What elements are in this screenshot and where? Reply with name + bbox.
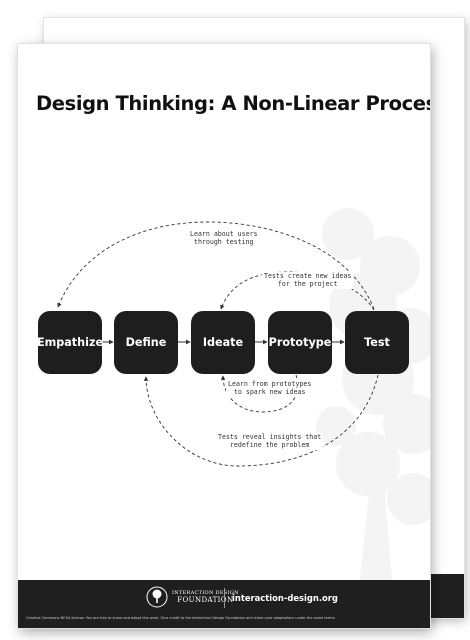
note-tests-reveal-insights-line1: Tests reveal insights that bbox=[218, 433, 322, 441]
stage-prototype-label: Prototype bbox=[268, 336, 332, 349]
stage-ideate: Ideate bbox=[191, 311, 255, 374]
footer-url[interactable]: interaction-design.org bbox=[232, 593, 338, 603]
license-text: Creative Commons BY-SA license: You are … bbox=[26, 616, 336, 620]
tree-logo-icon bbox=[146, 586, 168, 608]
front-sheet: Design Thinking: A Non-Linear Process bbox=[18, 44, 430, 628]
note-tests-create-ideas-line2: for the project bbox=[277, 280, 338, 289]
loop-prototype-to-ideate bbox=[220, 374, 299, 413]
note-tests-reveal-insights-line2: redefine the problem bbox=[229, 441, 310, 450]
note-tests-create-ideas-line1: Tests create new ideas bbox=[264, 272, 352, 280]
note-tests-reveal-insights: Tests reveal insights that redefine the … bbox=[216, 433, 324, 450]
stage-test: Test bbox=[345, 311, 409, 374]
footer-bar: INTERACTION DESIGN FOUNDATION interactio… bbox=[18, 580, 430, 628]
stage-ideate-label: Ideate bbox=[202, 336, 244, 349]
note-learn-from-prototypes: Learn from prototypes to spark new ideas bbox=[226, 380, 314, 397]
logo-line2: FOUNDATION bbox=[177, 596, 234, 604]
note-tests-create-ideas: Tests create new ideas for the project bbox=[262, 272, 354, 289]
stage-define-label: Define bbox=[125, 336, 167, 349]
loop-test-to-empathize bbox=[57, 221, 375, 310]
note-learn-about-users-line1: Learn about users bbox=[190, 230, 258, 238]
stage-prototype: Prototype bbox=[268, 311, 332, 374]
feedback-loops bbox=[57, 221, 379, 467]
note-learn-about-users: Learn about users through testing bbox=[188, 230, 260, 247]
ixdf-logo: INTERACTION DESIGN FOUNDATION bbox=[146, 586, 239, 608]
logo-line1: INTERACTION DESIGN bbox=[172, 590, 239, 596]
note-learn-from-prototypes-line2: to spark new ideas bbox=[233, 388, 306, 397]
note-learn-from-prototypes-line1: Learn from prototypes bbox=[228, 380, 312, 388]
stage-test-label: Test bbox=[364, 336, 390, 349]
page-title: Design Thinking: A Non-Linear Process bbox=[36, 92, 430, 115]
loop-test-to-define bbox=[143, 374, 379, 467]
note-learn-about-users-line2: through testing bbox=[193, 238, 254, 247]
stage-empathize: Empathize bbox=[36, 311, 104, 374]
footer-divider bbox=[224, 588, 225, 608]
process-diagram bbox=[57, 221, 379, 467]
stage-define: Define bbox=[114, 311, 178, 374]
logo-wordmark: INTERACTION DESIGN FOUNDATION bbox=[172, 590, 239, 604]
stage-empathize-label: Empathize bbox=[36, 336, 104, 349]
